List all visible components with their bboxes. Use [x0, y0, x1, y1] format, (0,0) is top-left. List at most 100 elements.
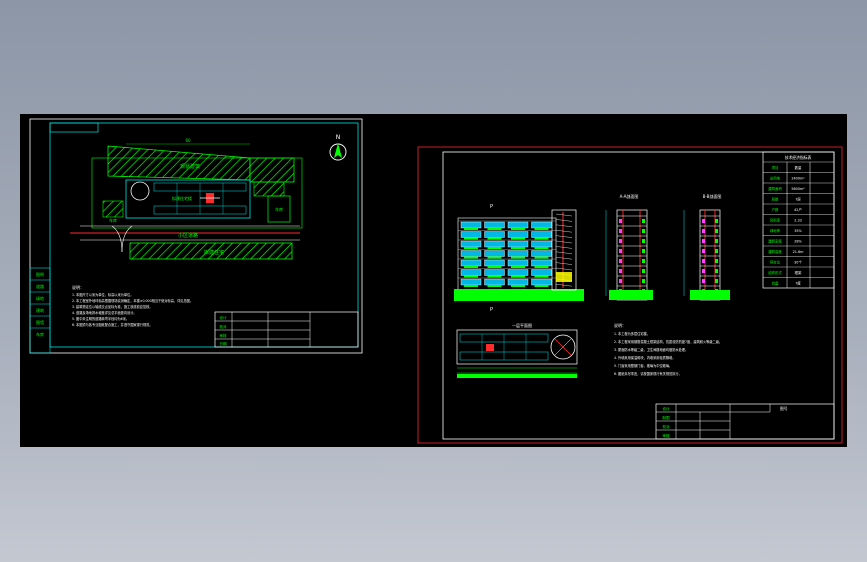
window-sill [534, 256, 549, 259]
existing-block-label: 现状建筑 [180, 163, 200, 170]
table-cell-value: 2400m² [791, 177, 805, 181]
table-cell-label: 抗震 [772, 281, 779, 286]
note-line: 3. 建筑物定位以轴线交点坐标为准，施工放线前应复核。 [72, 304, 153, 309]
legend-row: 道路 [36, 283, 44, 289]
legend-row: 图例 [36, 271, 44, 277]
left-title-block: 设计 校对 审核 日期 [214, 311, 359, 348]
balcony [460, 221, 482, 229]
ground-hatch [454, 289, 584, 301]
site-plan: 现状建筑 车库 拟建住宅楼 车库 60 [70, 138, 303, 260]
balcony [531, 259, 552, 267]
title-block-row: 审核 [219, 333, 227, 338]
stair-rung [555, 230, 573, 233]
table-cell-value: 7度 [795, 281, 801, 286]
section-window [619, 229, 622, 233]
north-arrow-icon: N [329, 134, 347, 161]
floor-plan: 一层平面图 [456, 322, 578, 378]
window-sill [464, 275, 478, 278]
window-sill [511, 285, 525, 287]
balcony [507, 259, 529, 267]
table-cell-value: 2.33 [794, 219, 802, 223]
drawing-number-label: 图号 [780, 406, 788, 411]
balcony [484, 259, 505, 267]
table-cell-value: 7层 [795, 197, 801, 202]
note-line: 4. 外墙采用保温砌块，内墙采用轻质隔墙。 [614, 355, 675, 360]
building-label: 拟建住宅楼 [172, 195, 192, 201]
table-cell-value: 框架 [795, 270, 802, 275]
section-window [702, 239, 705, 243]
elevation-label-bottom: P [490, 307, 493, 313]
table-title: 技术经济指标表 [785, 155, 812, 160]
section-window [619, 219, 622, 223]
balcony [507, 231, 529, 238]
balcony [507, 269, 529, 276]
window-sill [534, 237, 549, 240]
window-sill [487, 275, 502, 278]
left-inner-frame [49, 122, 359, 348]
balcony [531, 278, 552, 286]
balcony [460, 259, 482, 267]
section-window [715, 239, 718, 243]
section-window [619, 259, 622, 263]
window-sill [534, 285, 549, 287]
notes-title: 说明： [72, 284, 84, 290]
section-window [619, 239, 622, 243]
section-window [702, 219, 705, 223]
section-window [715, 269, 718, 273]
south-block-label: 拟建住宅 [204, 249, 224, 256]
table-cell-label: 建筑高度 [768, 249, 782, 254]
stair-rung [555, 257, 573, 260]
table-cell-label: 项目 [772, 166, 779, 170]
window-sill [511, 266, 525, 268]
window-sill [487, 266, 502, 268]
front-elevation: P P [454, 204, 584, 313]
title-block-row: 设计 [219, 315, 227, 320]
stair-rung [555, 213, 573, 217]
plan-title: 一层平面图 [512, 322, 532, 328]
section-window [619, 269, 622, 273]
window-sill [534, 266, 549, 268]
section-window [642, 259, 645, 263]
stair-rung [555, 240, 573, 244]
table-cell-value: 28% [794, 240, 802, 244]
section-window [642, 229, 645, 233]
stair-rung [555, 284, 573, 287]
window-sill [487, 237, 502, 240]
section-window [642, 279, 645, 283]
window-sill [464, 285, 478, 287]
dimension-text: 60 [185, 138, 191, 143]
balcony [460, 250, 482, 257]
section-window [702, 269, 705, 273]
section-b-title: B-B剖面图 [703, 193, 722, 199]
right-sheet: P P A-A剖面图 B-B剖面图 [417, 146, 843, 444]
stair-rung [555, 219, 573, 222]
section-a-title: A-A剖面图 [620, 193, 639, 199]
balcony [531, 250, 552, 257]
section-b: B-B剖面图 [683, 193, 730, 301]
section-window [642, 219, 645, 223]
section-window [642, 239, 645, 243]
section-window [702, 229, 705, 233]
section-window [702, 259, 705, 263]
table-cell-value: 30个 [794, 260, 802, 265]
section-window [702, 279, 705, 283]
notes-title: 说明： [614, 322, 626, 328]
table-cell-label: 停车位 [770, 260, 781, 265]
window-sill [487, 247, 502, 249]
stair-rung [555, 262, 573, 265]
road-label: 小区道路 [178, 232, 198, 239]
stair-rung [555, 246, 573, 249]
garage-label-left: 车库 [109, 217, 117, 223]
note-line: 2. 本工程采用钢筋混凝土框架结构，抗震设防烈度7度，建筑耐火等级二级。 [614, 339, 722, 344]
window-sill [511, 275, 525, 278]
window-sill [464, 237, 478, 240]
window-sill [511, 247, 525, 249]
window-sill [487, 228, 502, 230]
balcony [531, 231, 552, 238]
balcony [460, 278, 482, 286]
window-sill [511, 237, 525, 240]
balcony [507, 278, 529, 286]
note-line: 1. 本工程为多层住宅楼。 [614, 331, 650, 336]
garage-label-right: 车库 [275, 206, 283, 212]
